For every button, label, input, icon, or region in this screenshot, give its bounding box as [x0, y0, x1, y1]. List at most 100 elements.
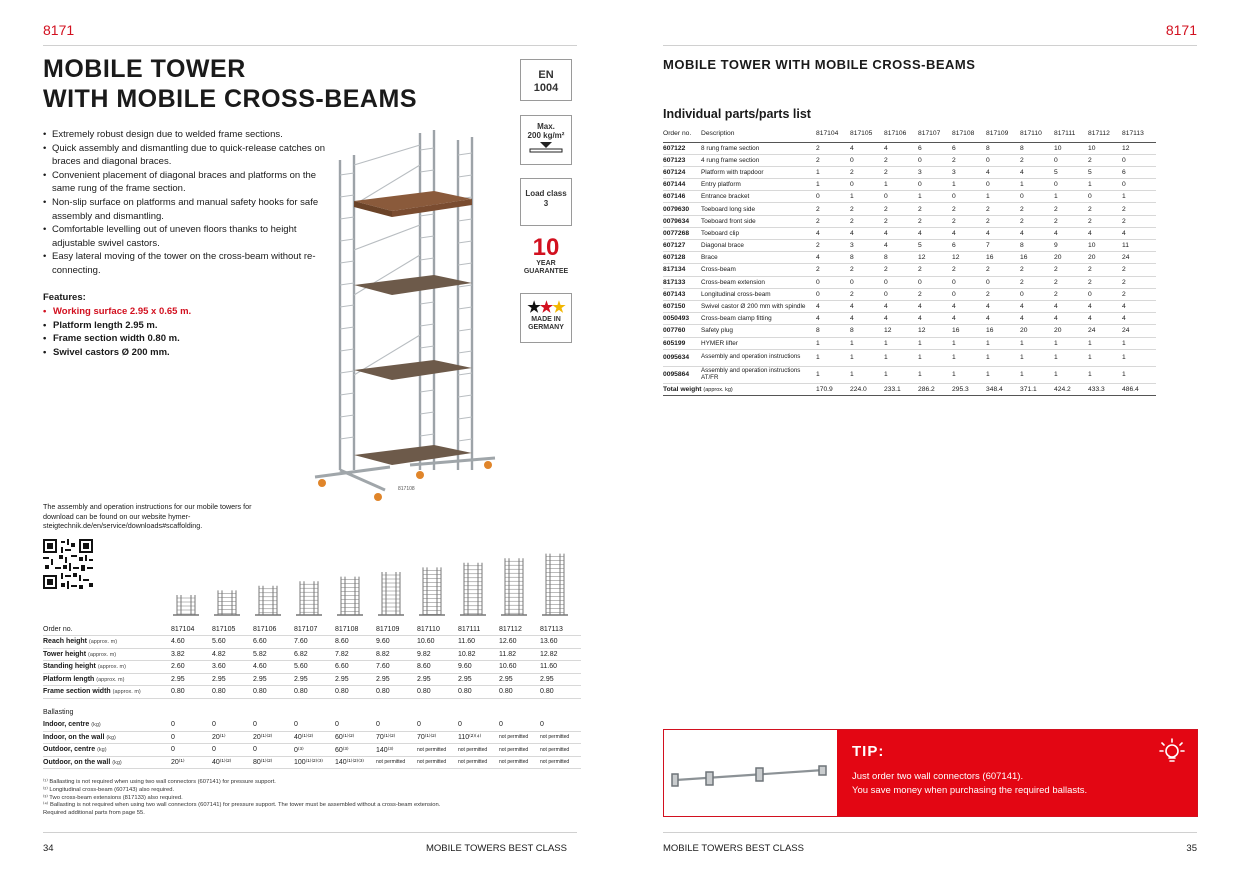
tip-line: You save money when purchasing the requi… — [852, 784, 1088, 796]
part-description: Toeboard clip — [701, 227, 816, 241]
total-cell: 224.0 — [850, 382, 884, 396]
quantity-cell: 0 — [952, 288, 986, 301]
quantity-cell: 6 — [952, 239, 986, 253]
spec-cell: 70⁽¹⁾⁽²⁾ — [376, 731, 417, 744]
spec-cell: 2.95 — [417, 673, 458, 686]
spec-row-outdoor-wall: Outdoor, on the wall (kg) 20⁽¹⁾40⁽¹⁾⁽²⁾8… — [43, 756, 581, 769]
quantity-cell: 0 — [850, 178, 884, 192]
spec-cell: not permitted — [540, 743, 581, 757]
feature-item: Swivel castors Ø 200 mm. — [43, 346, 191, 360]
lightbulb-icon — [1159, 738, 1185, 762]
quantity-cell: 2 — [884, 215, 918, 228]
part-description: Entry platform — [701, 178, 816, 192]
quantity-cell: 10 — [1054, 142, 1088, 155]
spec-cell: not permitted — [499, 731, 540, 744]
spec-cell: 6.60 — [335, 660, 376, 674]
order-number: 817134 — [663, 263, 701, 277]
quantity-cell: 2 — [1122, 215, 1156, 228]
label-text: Outdoor, on the wall — [43, 758, 111, 766]
spec-cell: 0 — [171, 743, 212, 757]
tower-size-icon — [378, 572, 404, 616]
quantity-cell: 1 — [1088, 178, 1122, 192]
spec-cell: 7.60 — [294, 635, 335, 649]
label-text: Frame section width — [43, 688, 111, 696]
tower-size-icon — [337, 576, 363, 616]
quantity-cell: 2 — [952, 263, 986, 277]
quantity-cell: 0 — [986, 154, 1020, 167]
label-text: Total weight — [663, 385, 702, 393]
column-header: 817108 — [952, 125, 986, 143]
part-description: Toeboard long side — [701, 202, 816, 216]
column-header: 817105 — [850, 125, 884, 143]
load-class-badge: Load class 3 — [520, 178, 572, 226]
quantity-cell: 1 — [918, 337, 952, 350]
bullet-item: Non-slip surface on platforms and manual… — [43, 196, 333, 223]
quantity-cell: 0 — [816, 190, 850, 204]
spec-cell: 0.80 — [458, 685, 499, 699]
spec-cell: 6.82 — [294, 648, 335, 661]
label-text: Standing height — [43, 663, 96, 671]
column-header: Order no. — [663, 125, 701, 143]
spec-cell: 0.80 — [417, 685, 458, 699]
badge-text: 1004 — [533, 82, 559, 94]
quantity-cell: 2 — [986, 263, 1020, 277]
badge-text: Max. — [537, 122, 555, 131]
quantity-cell: 3 — [850, 239, 884, 253]
quantity-cell: 2 — [918, 202, 952, 216]
unit-text: (kg) — [106, 734, 116, 741]
spec-cell: 5.60 — [294, 660, 335, 674]
tower-size-icon — [296, 581, 322, 616]
spec-cell: 817108 — [335, 623, 376, 636]
quantity-cell: 1 — [816, 366, 850, 384]
quantity-cell: 4 — [816, 251, 850, 265]
spec-cell: 13.60 — [540, 635, 581, 649]
tip-line: Just order two wall connectors (607141). — [852, 771, 1024, 782]
spec-cell: not permitted — [417, 756, 458, 769]
quantity-cell: 0 — [1088, 288, 1122, 301]
qr-code-icon[interactable] — [43, 539, 93, 589]
quantity-cell: 1 — [816, 178, 850, 192]
total-cell: 348.4 — [986, 382, 1020, 396]
quantity-cell: 4 — [1088, 300, 1122, 314]
spec-cell: 0 — [499, 718, 540, 732]
spec-cell: 2.95 — [253, 673, 294, 686]
page-number: 35 — [1186, 843, 1197, 854]
spec-cell: 0.80 — [253, 685, 294, 699]
spec-cell: 0 — [417, 718, 458, 732]
tower-size-icon — [542, 553, 568, 616]
spec-cell: 70⁽¹⁾⁽²⁾ — [417, 731, 458, 744]
spec-cell: 40⁽¹⁾⁽²⁾ — [294, 731, 335, 744]
column-header: 817110 — [1020, 125, 1054, 143]
spec-cell: 2.95 — [335, 673, 376, 686]
quantity-cell: 1 — [986, 337, 1020, 350]
spec-cell: 2.95 — [458, 673, 499, 686]
spec-cell: 817106 — [253, 623, 294, 636]
spec-cell: 40⁽¹⁾⁽²⁾ — [212, 756, 253, 769]
quantity-cell: 1 — [918, 366, 952, 384]
quantity-cell: 4 — [884, 312, 918, 326]
quantity-cell: 1 — [816, 166, 850, 180]
quantity-cell: 0 — [1054, 178, 1088, 192]
quantity-cell: 0 — [1122, 154, 1156, 167]
quantity-cell: 10 — [1088, 239, 1122, 253]
quantity-cell: 2 — [1122, 263, 1156, 277]
quantity-cell: 24 — [1088, 324, 1122, 338]
spec-cell: 2.95 — [499, 673, 540, 686]
quantity-cell: 11 — [1122, 239, 1156, 253]
spec-cell: 3.82 — [171, 648, 212, 661]
badge-text: EN — [538, 69, 554, 81]
quantity-cell: 20 — [1054, 324, 1088, 338]
quantity-cell: 2 — [1020, 276, 1054, 289]
order-number: 0095864 — [663, 366, 701, 384]
part-description: Toeboard front side — [701, 215, 816, 228]
load-icon — [529, 142, 563, 153]
feature-bullets: Extremely robust design due to welded fr… — [43, 128, 333, 278]
